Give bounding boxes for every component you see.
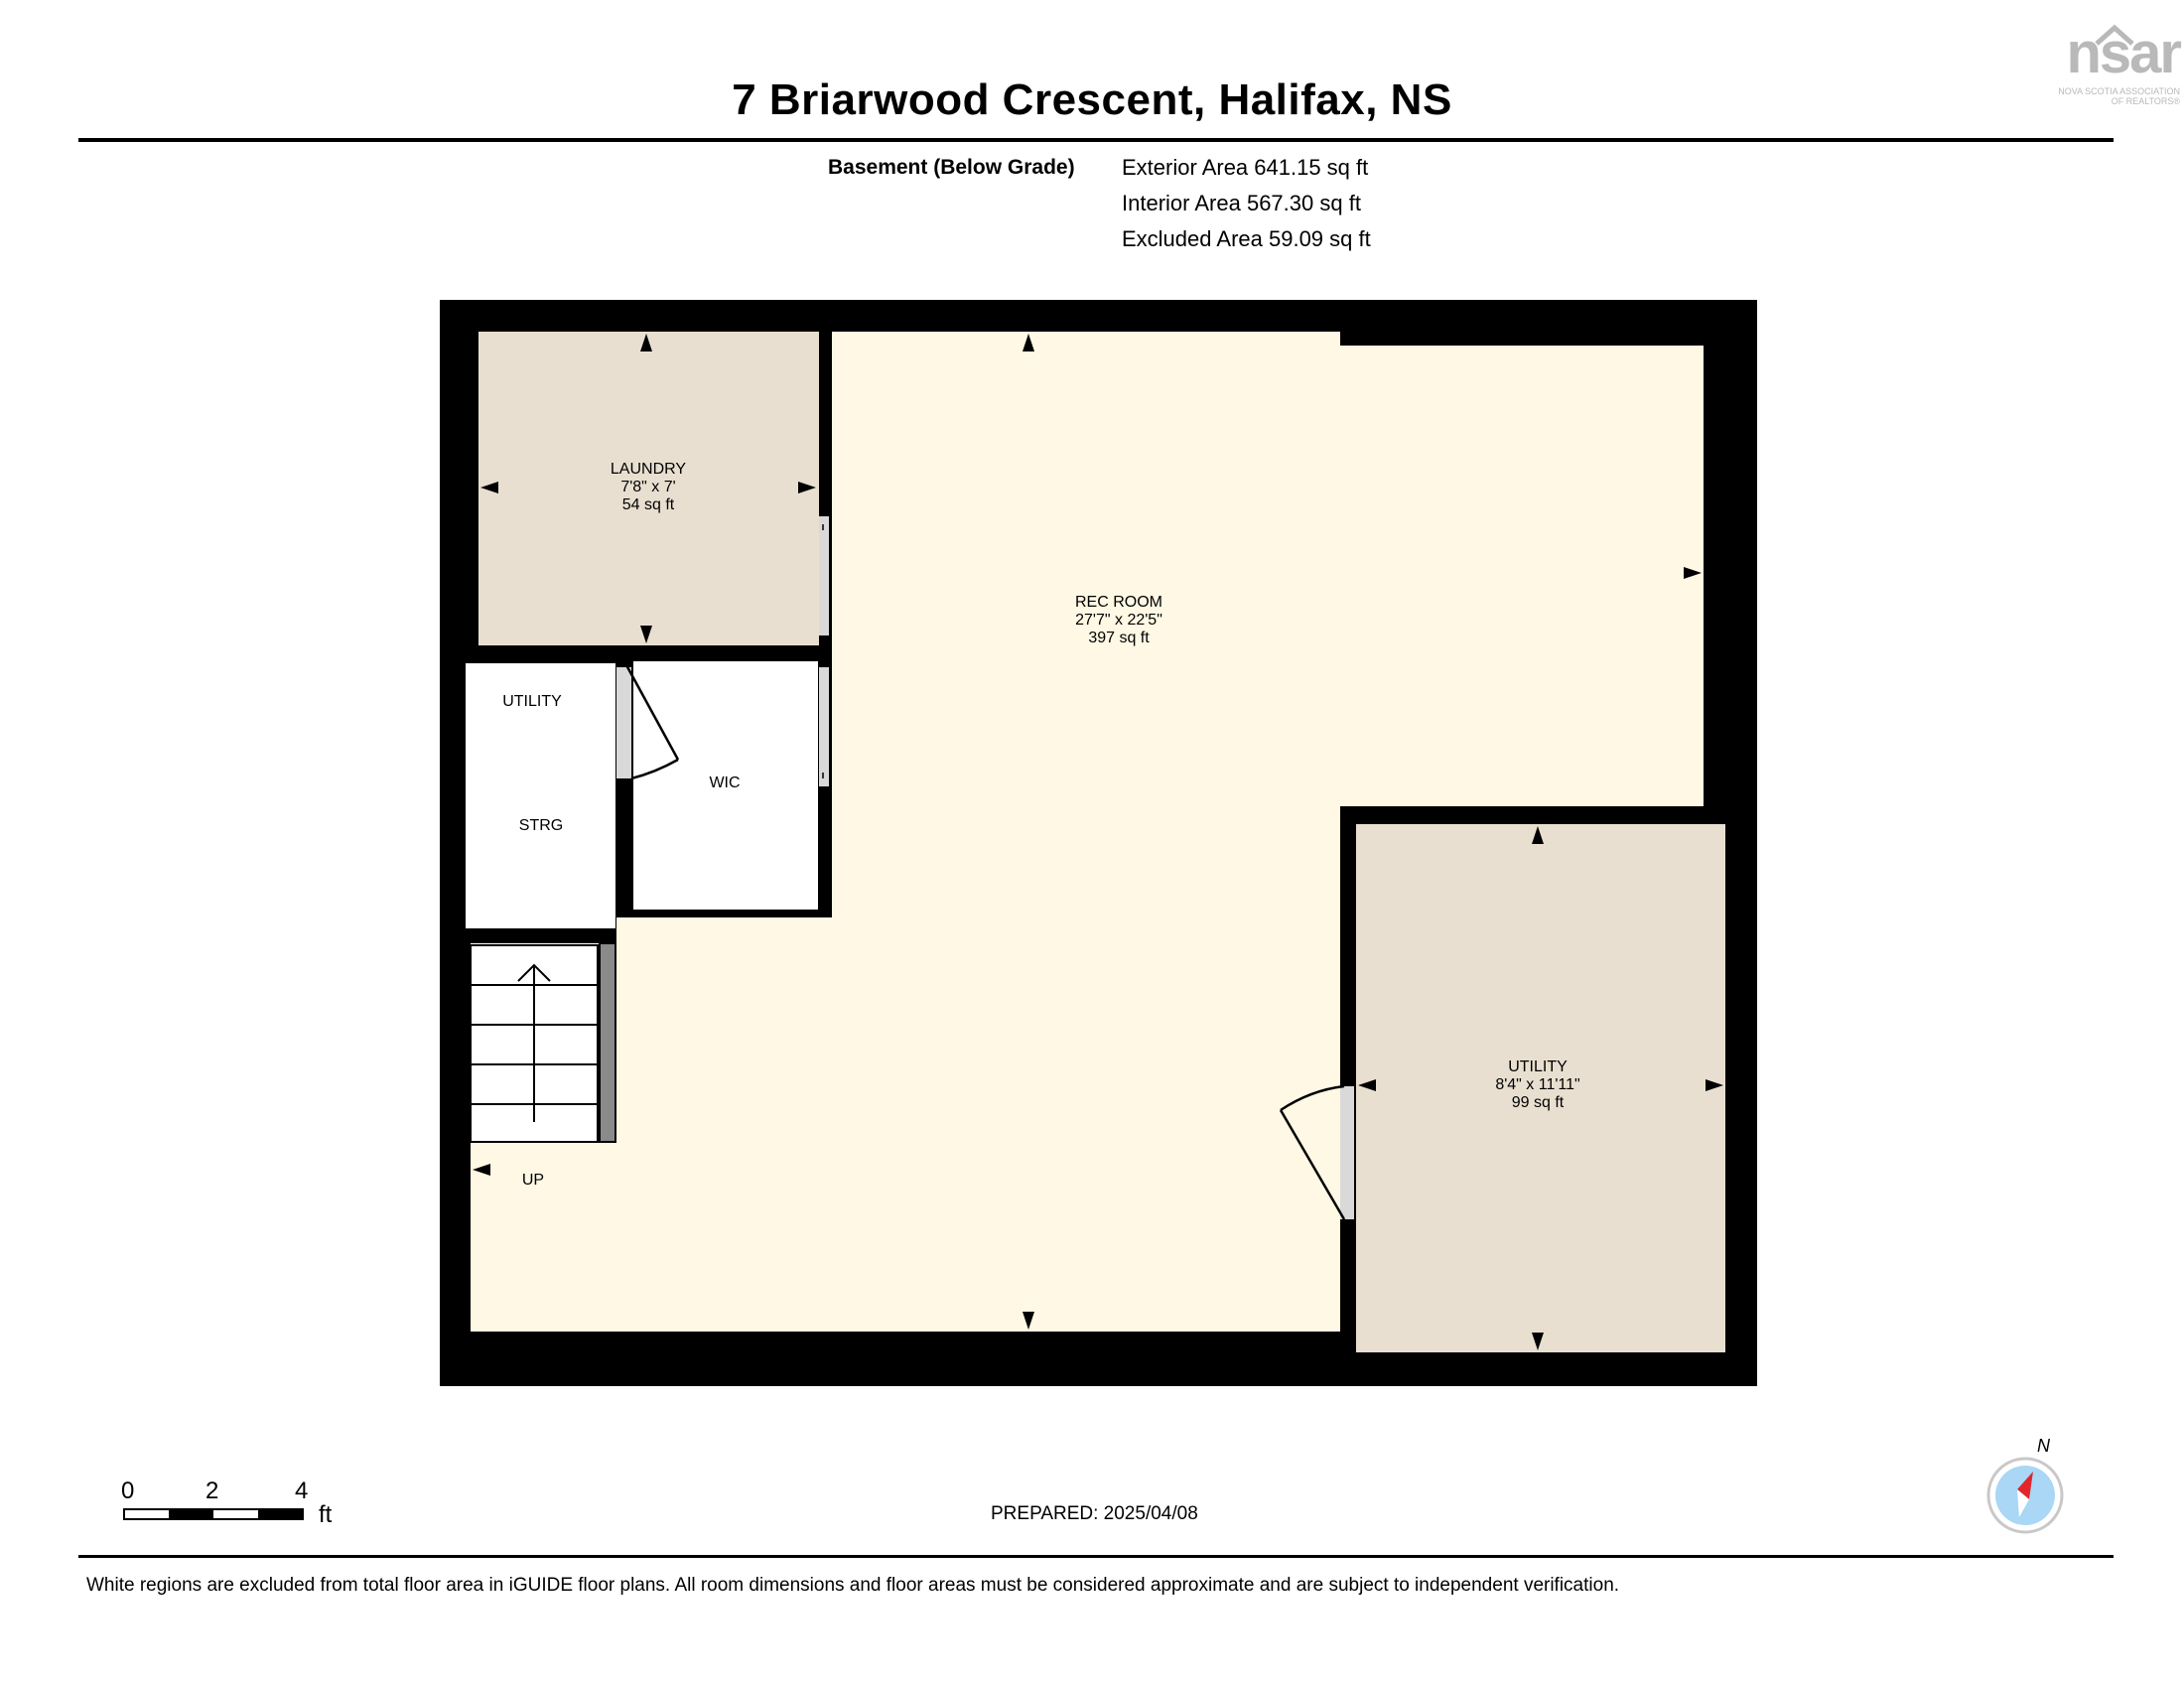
scale-unit: ft <box>319 1501 333 1528</box>
scale-label-0: 0 <box>121 1477 135 1504</box>
dimension-arrows <box>473 334 1723 1350</box>
door-swings <box>623 662 1346 1220</box>
strg-floor <box>466 663 615 928</box>
scale-label-2: 2 <box>205 1477 219 1504</box>
prepared-date: PREPARED: 2025/04/08 <box>991 1503 1198 1524</box>
utility-floor <box>1356 824 1725 1352</box>
rec-room-dims: 27'7" x 22'5" <box>1075 612 1162 629</box>
laundry-label: LAUNDRY 7'8" x 7' 54 sq ft <box>569 461 728 514</box>
stair-rail <box>599 942 616 1143</box>
laundry-floor <box>478 332 819 645</box>
footer-disclaimer: White regions are excluded from total fl… <box>86 1575 1620 1596</box>
stairs-up-label: UP <box>521 1172 545 1189</box>
exterior-area: Exterior Area 641.15 sq ft <box>1122 155 1369 180</box>
excluded-area: Excluded Area 59.09 sq ft <box>1122 226 1371 251</box>
logo-text: nsar <box>2066 21 2182 85</box>
laundry-dims: 7'8" x 7' <box>620 479 676 495</box>
laundry-name: LAUNDRY <box>610 461 687 478</box>
utility-dims: 8'4" x 11'11" <box>1495 1076 1580 1093</box>
house-roof-icon <box>2095 24 2134 46</box>
utility-area: 99 sq ft <box>1511 1094 1565 1111</box>
strg-label: STRG <box>518 817 564 834</box>
rec-room-name: REC ROOM <box>1075 594 1162 611</box>
page-title: 7 Briarwood Crescent, Halifax, NS <box>732 75 1452 124</box>
level-label: Basement (Below Grade) <box>828 156 1075 179</box>
laundry-door <box>819 516 829 635</box>
utility-label: UTILITY 8'4" x 11'11" 99 sq ft <box>1458 1058 1617 1112</box>
wic-door <box>819 667 829 786</box>
laundry-area: 54 sq ft <box>621 496 675 513</box>
rec-room-floor <box>471 332 1704 1332</box>
rec-room-label: REC ROOM 27'7" x 22'5" 397 sq ft <box>1039 594 1198 647</box>
wic-floor <box>633 661 818 910</box>
strg-door <box>616 667 631 778</box>
rec-room-area: 397 sq ft <box>1088 630 1150 646</box>
scale-label-4: 4 <box>295 1477 309 1504</box>
compass-north-label: N <box>2037 1436 2050 1456</box>
wic-label: WIC <box>709 774 741 791</box>
logo-subtitle-2: OF REALTORS® <box>2111 96 2180 106</box>
nsar-logo: nsar NOVA SCOTIA ASSOCIATION OF REALTORS… <box>2021 20 2182 106</box>
stair-up-arrow <box>517 963 551 1122</box>
scale-bar <box>123 1508 304 1520</box>
header-divider <box>78 138 2114 142</box>
interior-area: Interior Area 567.30 sq ft <box>1122 191 1361 215</box>
utility-small-label: UTILITY <box>502 693 562 710</box>
compass-icon <box>1986 1457 2064 1534</box>
utility-door <box>1340 1086 1354 1219</box>
footer-divider <box>78 1555 2114 1558</box>
utility-name: UTILITY <box>1508 1058 1568 1075</box>
logo-subtitle-1: NOVA SCOTIA ASSOCIATION <box>2058 86 2180 96</box>
